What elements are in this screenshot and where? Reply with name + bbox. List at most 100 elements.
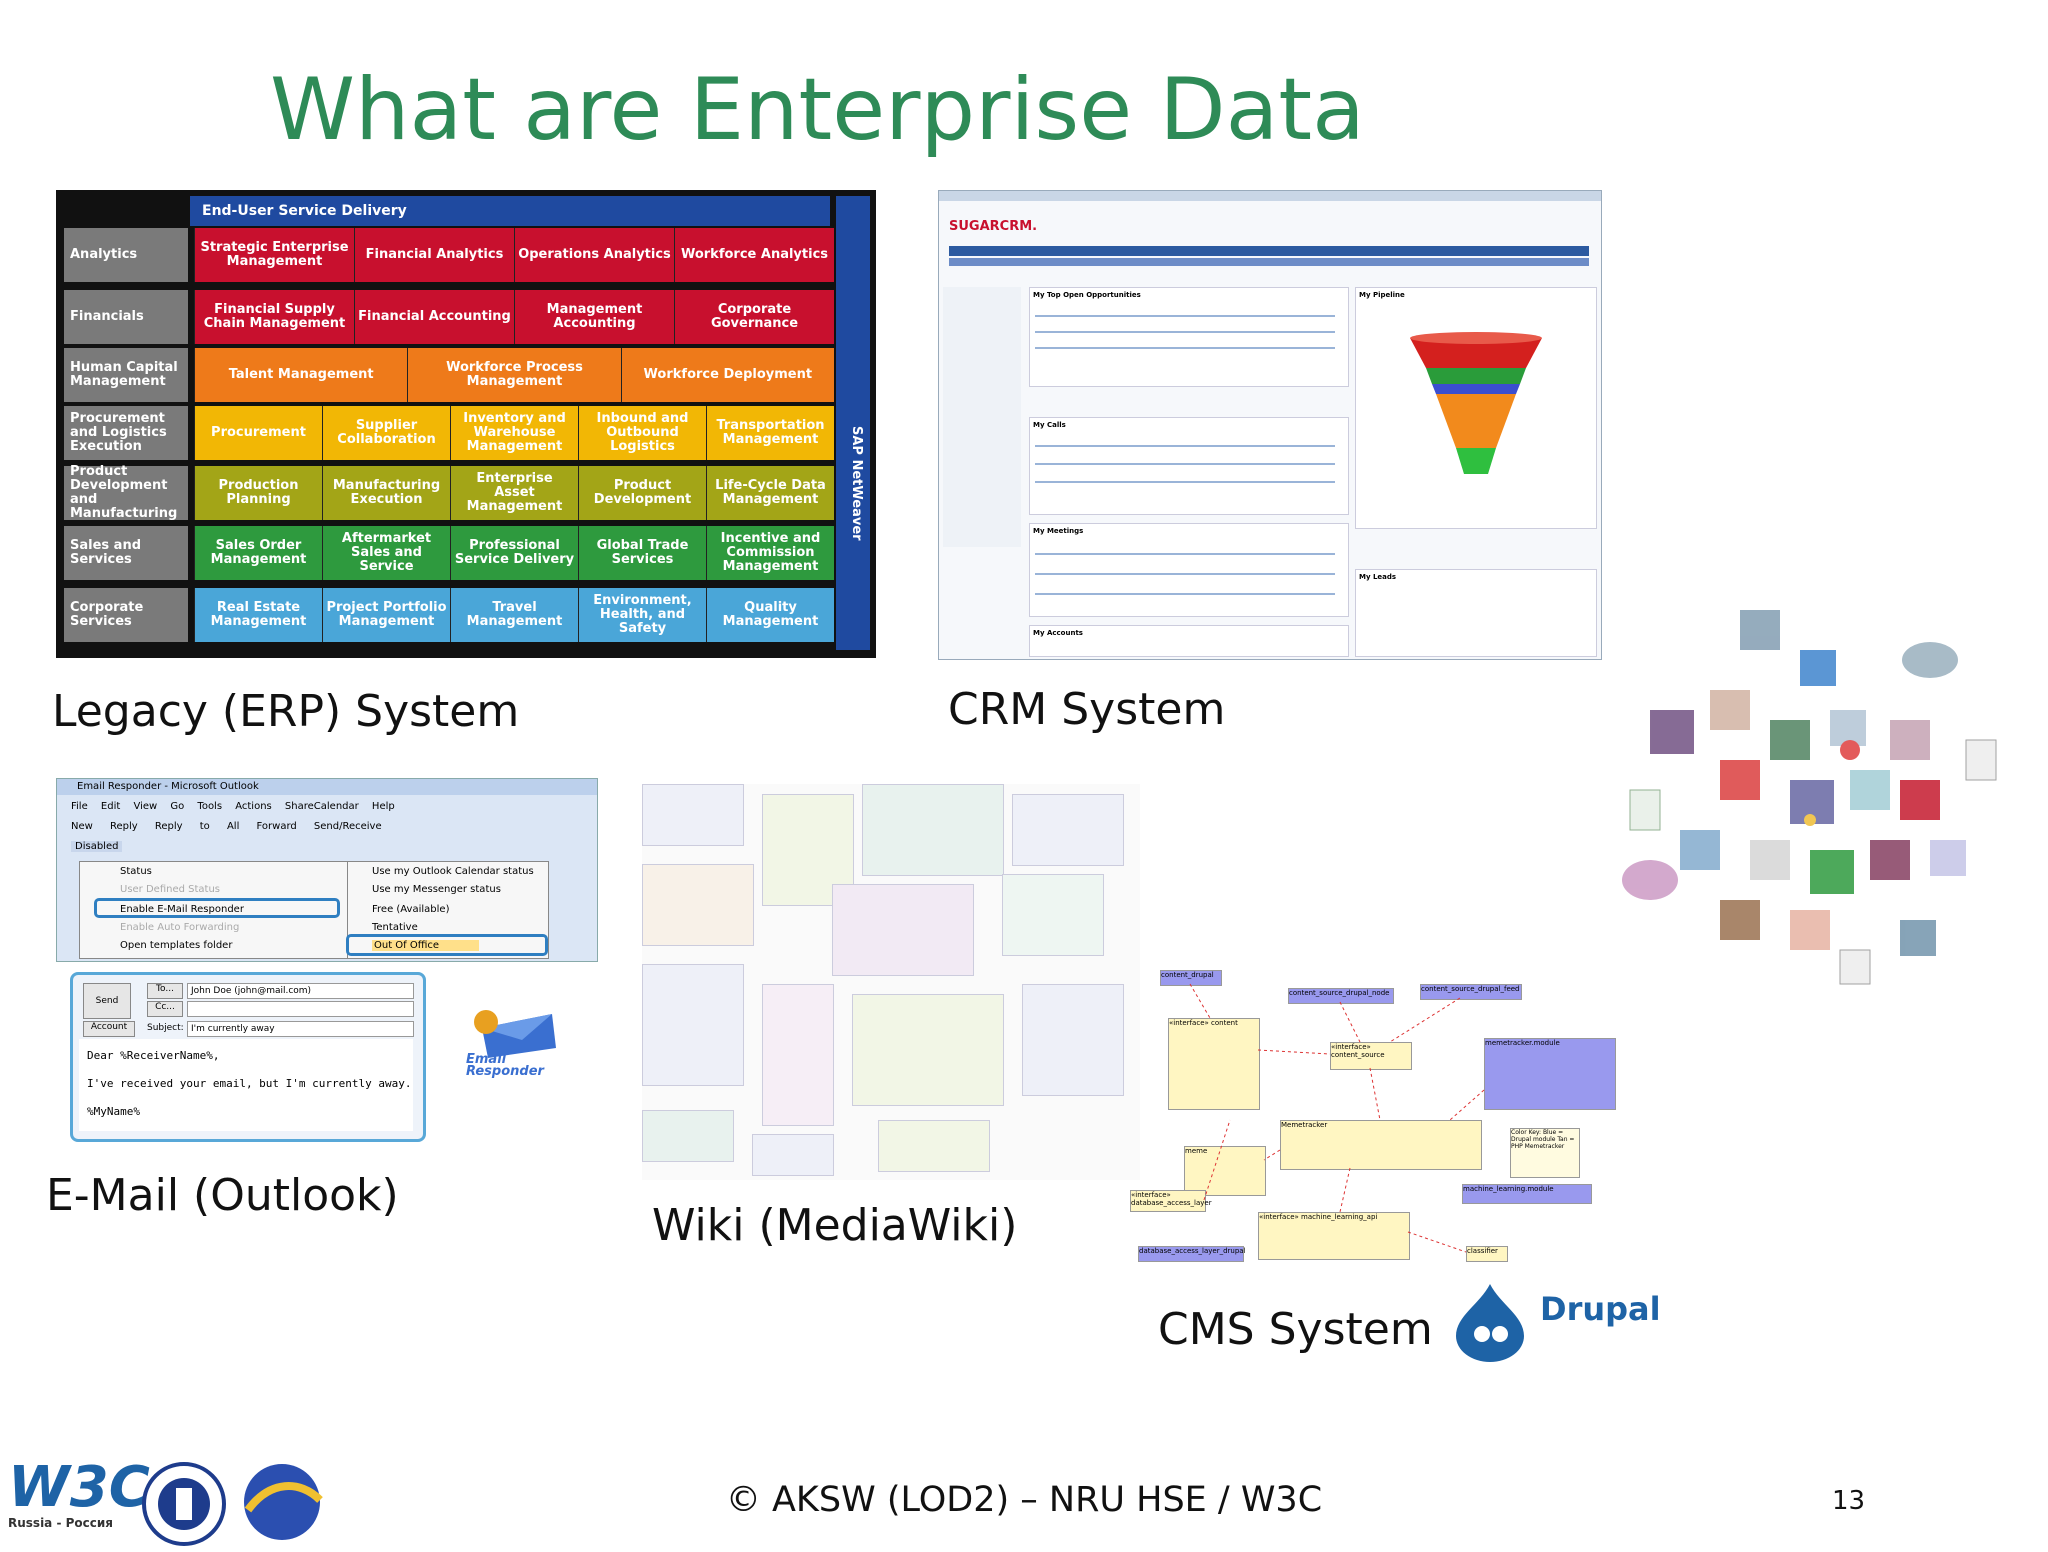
crm-row-line (1035, 593, 1335, 595)
body-line: Dear %ReceiverName%, (87, 1049, 220, 1062)
erp-cell: Inventory and Warehouse Management (450, 406, 578, 460)
schema-box (642, 864, 754, 946)
to-field[interactable]: John Doe (john@mail.com) (187, 983, 414, 999)
crm-logo: SUGARCRM. (949, 219, 1038, 234)
email-compose: Send To... Cc... Account Subject: John D… (70, 972, 426, 1142)
erp-cell: Corporate Governance (674, 290, 834, 344)
crm-panel-accounts: My Accounts (1029, 625, 1349, 657)
submenu-item[interactable]: Free (Available) (372, 904, 450, 915)
menu-item-enable-responder[interactable]: Enable E-Mail Responder (120, 904, 244, 915)
email-body[interactable]: Dear %ReceiverName%, I've received your … (79, 1039, 413, 1131)
erp-cell: Travel Management (450, 588, 578, 642)
schema-box (752, 1134, 834, 1176)
submenu-item-out-of-office[interactable]: Out Of Office (372, 940, 480, 951)
uml-box: memetracker.module (1484, 1038, 1616, 1110)
caption-cms: CMS System (1158, 1304, 1433, 1355)
cc-button[interactable]: Cc... (147, 1001, 183, 1017)
to-button[interactable]: To... (147, 983, 183, 999)
send-button[interactable]: Send (83, 983, 131, 1019)
schema-box (642, 1110, 734, 1162)
outlook-menu[interactable]: File Edit View Go Tools Actions ShareCal… (71, 801, 395, 812)
crm-panel-opportunities: My Top Open Opportunities (1029, 287, 1349, 387)
caption-crm: CRM System (948, 684, 1226, 735)
cc-field[interactable] (187, 1001, 414, 1017)
drupal-drop-icon (1452, 1282, 1528, 1362)
submenu-item[interactable]: Use my Messenger status (372, 884, 501, 895)
erp-cell: Manufacturing Execution (322, 466, 450, 520)
crm-row-line (1035, 553, 1335, 555)
logo-line: Email (466, 1052, 507, 1067)
submenu-item[interactable]: Tentative (372, 922, 418, 933)
erp-row-label: Corporate Services (64, 588, 188, 642)
menu-item-status[interactable]: Status (120, 866, 152, 877)
crm-panel-title: My Accounts (1033, 629, 1083, 637)
erp-cell: Financial Analytics (354, 228, 514, 282)
crm-row-line (1035, 481, 1335, 483)
crm-panel-calls: My Calls (1029, 417, 1349, 515)
erp-cell: Operations Analytics (514, 228, 674, 282)
schema-box (878, 1120, 990, 1172)
crm-row-line (1035, 573, 1335, 575)
schema-box (862, 784, 1004, 876)
crm-row-line (1035, 347, 1335, 349)
cms-uml-diagram: content_drupal content_source_drupal_nod… (1130, 970, 1616, 1270)
uml-box: «interface» database_access_layer (1130, 1190, 1212, 1212)
envelope-icon (474, 1010, 556, 1058)
data-cubes-icon (1622, 610, 1997, 985)
erp-diagram: End-User Service Delivery SAP NetWeaver … (56, 190, 876, 658)
globe-logo-icon (240, 1460, 324, 1544)
erp-cell: Workforce Deployment (620, 348, 834, 402)
w3c-subtitle: Russia - Россия (8, 1516, 113, 1530)
data-cube-illustration (1600, 590, 2030, 990)
crm-panel-pipeline: My Pipeline (1355, 287, 1597, 529)
erp-cell: Real Estate Management (194, 588, 322, 642)
drupal-wordmark: Drupal (1540, 1290, 1661, 1328)
hse-seal-icon (140, 1460, 228, 1548)
schema-box (1002, 874, 1104, 956)
erp-cell: Inbound and Outbound Logistics (578, 406, 706, 460)
erp-cell: Professional Service Delivery (450, 526, 578, 580)
uml-box: «interface» content_source (1330, 1042, 1412, 1070)
erp-cell: Production Planning (194, 466, 322, 520)
submenu-item[interactable]: Use my Outlook Calendar status (372, 866, 534, 877)
crm-panel-meetings: My Meetings (1029, 523, 1349, 617)
body-line: %MyName% (87, 1105, 140, 1118)
schema-box (762, 984, 834, 1126)
erp-cell: Financial Accounting (354, 290, 514, 344)
pipeline-funnel-icon (1410, 332, 1542, 474)
erp-row-label: Analytics (64, 228, 188, 282)
account-button[interactable]: Account (83, 1021, 135, 1037)
crm-title-bar (939, 191, 1601, 201)
schema-box (642, 964, 744, 1086)
schema-box (1012, 794, 1124, 866)
uml-connectors (1189, 983, 1485, 1253)
outlook-toolbar[interactable]: New Reply Reply to All Forward Send/Rece… (71, 821, 382, 832)
erp-cell: Quality Management (706, 588, 834, 642)
erp-cell: Financial Supply Chain Management (194, 290, 354, 344)
uml-box: content_source_drupal_feed (1420, 984, 1522, 1000)
caption-email: E-Mail (Outlook) (46, 1170, 399, 1221)
subject-field[interactable]: I'm currently away (187, 1021, 414, 1037)
erp-cell: Incentive and Commission Management (706, 526, 834, 580)
menu-item-templates[interactable]: Open templates folder (120, 940, 233, 951)
crm-screenshot: SUGARCRM. My Top Open Opportunities My C… (938, 190, 1602, 660)
schema-box (642, 784, 744, 846)
w3c-logo: W3C Russia - Россия (8, 1460, 150, 1536)
uml-box: machine_learning.module (1462, 1184, 1592, 1204)
erp-cell: Talent Management (194, 348, 408, 402)
crm-panel-leads: My Leads (1355, 569, 1597, 657)
status-submenu: Use my Outlook Calendar status Use my Me… (346, 861, 549, 959)
erp-cell: Procurement (194, 406, 322, 460)
body-line: I've received your email, but I'm curren… (87, 1077, 412, 1090)
erp-cell: Management Accounting (514, 290, 674, 344)
outlook-title: Email Responder - Microsoft Outlook (57, 779, 597, 795)
page-number: 13 (1832, 1486, 1866, 1516)
erp-cell: Life-Cycle Data Management (706, 466, 834, 520)
menu-item-user-defined: User Defined Status (120, 884, 221, 895)
disabled-dropdown[interactable]: Disabled (71, 841, 123, 852)
caption-wiki: Wiki (MediaWiki) (652, 1200, 1018, 1251)
